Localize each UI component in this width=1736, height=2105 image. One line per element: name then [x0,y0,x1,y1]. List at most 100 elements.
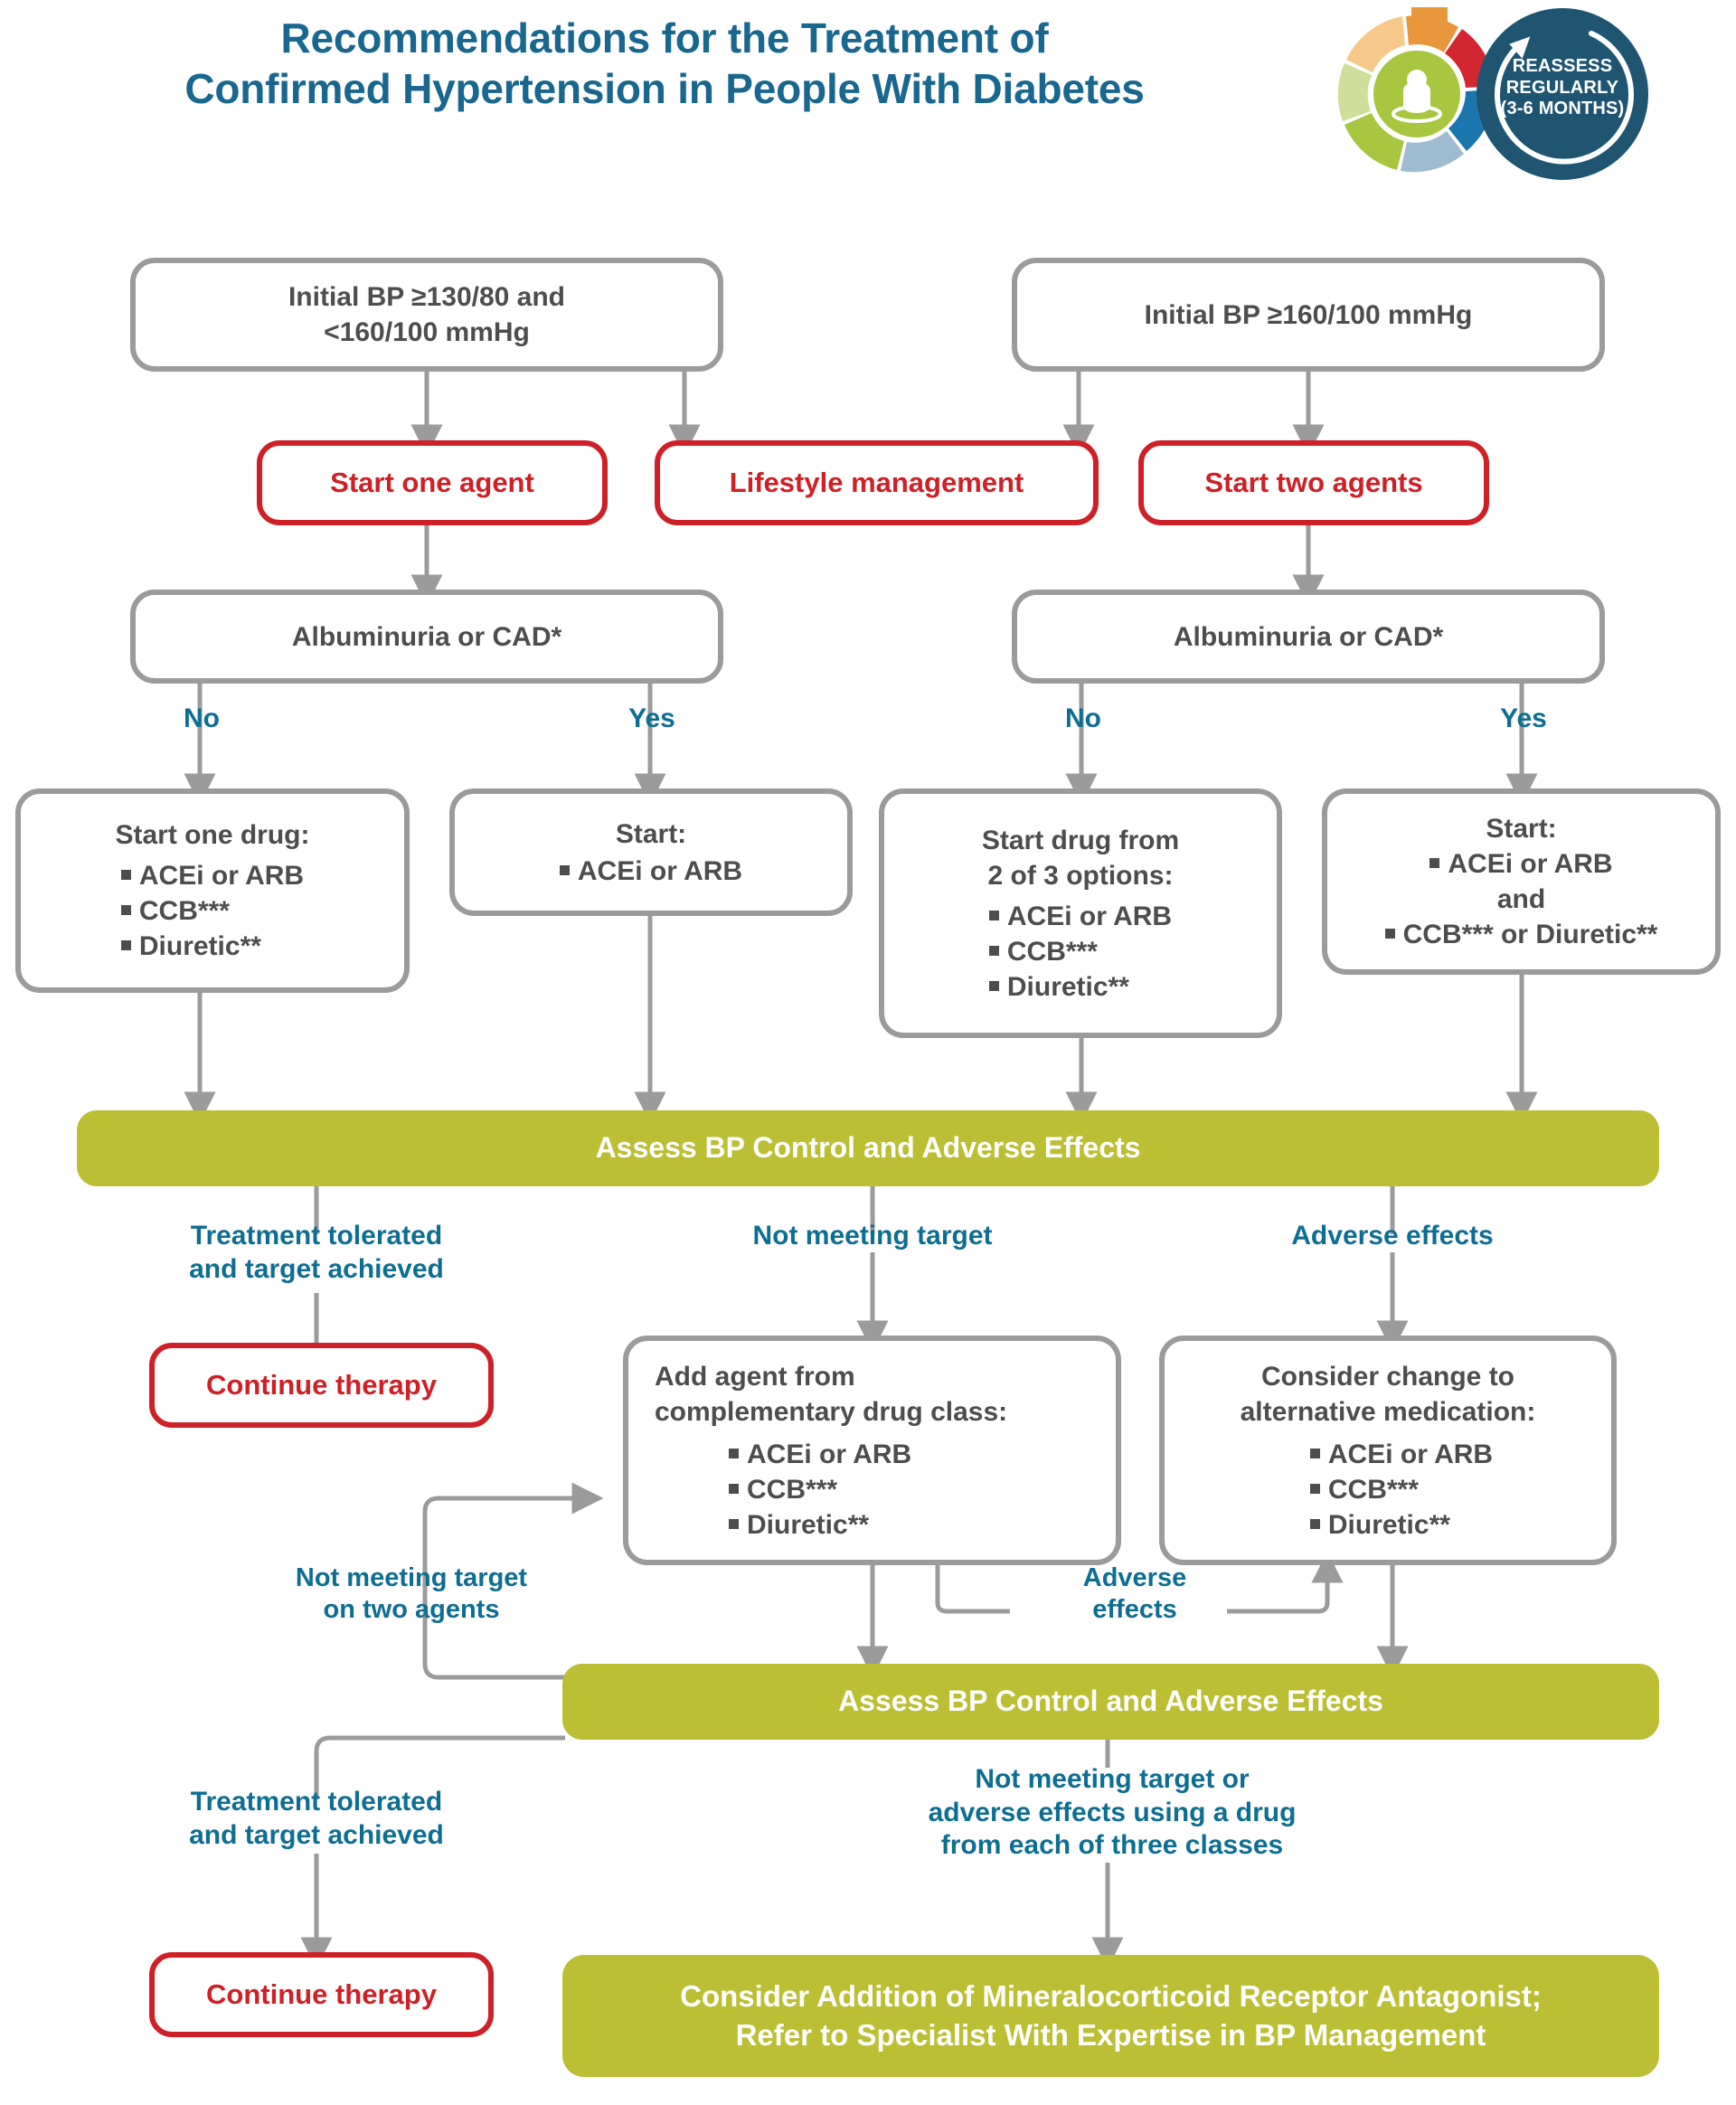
node-lifestyle-management [655,440,1099,525]
node-start-combo [1322,788,1721,975]
drug-item-text: CCB*** or Diuretic** [1402,920,1658,949]
bullet-square-icon [988,980,999,991]
node-assess-1 [77,1110,1659,1186]
start-one-drug-heading: Start one drug: [115,820,310,850]
bullet-square-icon [1309,1448,1320,1458]
node-start-combo-label: Start: ACEi or ARB and CCB*** or Diureti… [1325,791,1718,972]
bullet-square-icon [120,870,131,881]
lifestyle-management-text: Lifestyle management [729,466,1024,498]
start-combo-heading: Start: [1486,814,1557,844]
node-start-two-of-three-label: Start drug from 2 of 3 options: ACEi or … [882,791,1279,1035]
drug-item-text: CCB*** [747,1474,838,1505]
bullet-square-icon [120,905,131,916]
node-start-one-agent-label: Start one agent [259,443,605,523]
edge-label-yes-right: Yes [1500,703,1547,733]
start-combo-conjunction: and [1496,884,1546,914]
bullet-square-icon [729,1518,739,1529]
drug-item-text: ACEi or ARB [1448,849,1613,879]
node-initial-bp-low-label: Initial BP ≥130/80 and <160/100 mmHg [133,260,721,369]
node-start-two-of-three [879,788,1282,1038]
node-albuminuria-left-label: Albuminuria or CAD* [133,592,721,681]
mineralocorticoid-line-1: Consider Addition of Mineralocorticoid R… [680,1978,1542,2013]
node-continue-therapy-2 [149,1952,494,2037]
edge-label-tolerated-1: Treatment tolerated and target achieved [189,1221,444,1284]
page-title: Recommendations for the Treatment of Con… [0,13,1329,114]
drug-item-text: ACEi or ARB [747,1439,912,1469]
list-item: ACEi or ARB [120,858,304,893]
bullet-square-icon [729,1448,739,1458]
albuminuria-left-text: Albuminuria or CAD* [291,621,562,652]
node-assess-2 [562,1664,1659,1740]
drug-item-text: ACEi or ARB [577,855,743,886]
node-albuminuria-right-label: Albuminuria or CAD* [1014,592,1602,681]
bullet-square-icon [988,945,999,956]
drug-item-text: Diuretic** [1327,1509,1450,1540]
bullet-square-icon [559,864,570,875]
node-start-one-drug [15,788,410,993]
list-item: ACEi or ARB [1309,1437,1493,1472]
consider-change-heading-2: alternative medication: [1240,1396,1536,1427]
node-assess-2-label: Assess BP Control and Adverse Effects [562,1664,1659,1740]
node-mineralocorticoid-label: Consider Addition of Mineralocorticoid R… [562,1955,1659,2077]
continue-therapy-1-text: Continue therapy [206,1368,437,1401]
edge-label-yes-left: Yes [628,703,675,733]
list-item: ACEi or ARB [559,854,743,889]
node-start-acei-arb-label: Start: ACEi or ARB [452,791,850,913]
node-consider-change [1159,1336,1617,1565]
consider-change-heading-1: Consider change to [1260,1361,1515,1392]
edge-label-adverse-effects-2: Adverse effects [1082,1563,1187,1625]
reassess-badge [1476,7,1649,181]
bullet-square-icon [1309,1518,1320,1529]
node-continue-therapy-2-label: Continue therapy [152,1955,491,2034]
initial-bp-low-line-1: Initial BP ≥130/80 and [288,282,566,312]
add-agent-heading-2: complementary drug class: [655,1396,1008,1427]
edge-label-tolerated-2: Treatment tolerated and target achieved [189,1787,444,1850]
edge-label-not-meeting-target: Not meeting target [752,1221,993,1251]
edge-label-not-meeting-two-agents: Not meeting target on two agents [295,1563,528,1625]
node-albuminuria-left [130,590,723,684]
node-assess-1-label: Assess BP Control and Adverse Effects [77,1110,1659,1186]
node-initial-bp-high-label: Initial BP ≥160/100 mmHg [1014,260,1602,369]
assess-2-text: Assess BP Control and Adverse Effects [838,1685,1383,1718]
node-start-one-drug-label: Start one drug: ACEi or ARB CCB*** Diure… [18,791,407,990]
initial-bp-low-line-2: <160/100 mmHg [324,317,530,347]
node-continue-therapy-1 [149,1343,494,1428]
node-mineralocorticoid [562,1955,1659,2077]
node-albuminuria-right [1012,590,1605,684]
add-agent-heading-1: Add agent from [655,1361,855,1392]
drug-item-text: Diuretic** [138,931,261,961]
drug-item-text: ACEi or ARB [1006,901,1173,931]
drug-item-text: CCB*** [1327,1474,1419,1505]
node-consider-change-label: Consider change to alternative medicatio… [1162,1338,1614,1562]
two-of-three-heading-2: 2 of 3 options: [987,860,1174,891]
title-line-2: Confirmed Hypertension in People With Di… [184,65,1145,113]
list-item: CCB*** [988,934,1172,969]
bullet-square-icon [988,910,999,920]
initial-bp-high-line-1: Initial BP ≥160/100 mmHg [1144,299,1473,330]
node-initial-bp-high [1012,258,1605,372]
drug-item-text: CCB*** [1006,936,1098,967]
badge-line-1: REASSESS [1512,56,1613,76]
list-item: CCB*** [729,1472,911,1507]
drug-item-text: Diuretic** [747,1509,870,1540]
node-start-one-agent [257,440,608,525]
list-item: Diuretic** [120,929,304,964]
edge-label-no-left: No [184,703,220,733]
reassess-cycle-icon [1331,5,1503,177]
badge-line-3: (3-6 MONTHS) [1500,99,1625,119]
list-item: Diuretic** [988,969,1172,1005]
bullet-square-icon [1309,1483,1320,1494]
badge-line-2: REGULARLY [1505,77,1619,98]
list-item: ACEi or ARB [1429,846,1613,882]
two-of-three-heading-1: Start drug from [981,825,1180,855]
mineralocorticoid-line-2: Refer to Specialist With Expertise in BP… [735,2017,1486,2052]
start-two-agents-text: Start two agents [1204,466,1423,498]
drug-item-text: CCB*** [138,896,230,926]
node-initial-bp-low [130,258,723,372]
edge-label-no-right: No [1065,703,1101,733]
bullet-square-icon [729,1483,739,1494]
badge-label: REASSESS REGULARLY (3-6 MONTHS) [1476,56,1649,120]
list-item: CCB*** [1309,1472,1493,1507]
list-item: ACEi or ARB [729,1437,911,1472]
